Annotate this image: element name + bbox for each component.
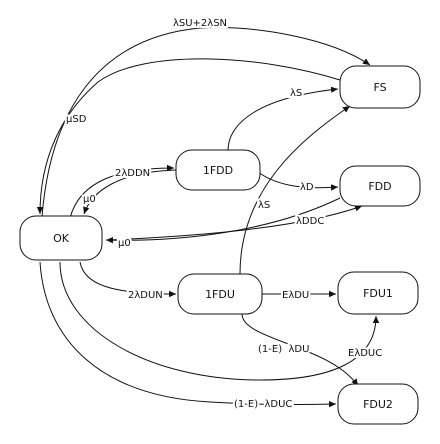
node-label-fdu2: FDU2 (363, 398, 393, 411)
edge-label-1fdd-to-ok: μ0 (83, 194, 96, 205)
edge-label-1fdu-to-fs: λS (258, 200, 270, 211)
node-label-1fdd: 1FDD (203, 164, 233, 177)
node-fdu1[interactable]: FDU1 (337, 271, 419, 315)
node-fs[interactable]: FS (339, 65, 421, 109)
node-label-fdd: FDD (368, 180, 391, 193)
edge-label-ok-to-1fdu: 2λDUN (128, 290, 163, 301)
edges (36, 27, 380, 408)
node-fdd[interactable]: FDD (339, 165, 421, 207)
nodes: OK FS FDD 1FDD 1FDU FDU1 FDU2 (19, 65, 421, 425)
edge-label-fs-to-ok: μSD (66, 114, 87, 125)
node-label-fs: FS (373, 81, 386, 94)
edge-label-ok-to-1fdd: 2λDDN (115, 168, 150, 179)
edge-label-ok-to-fdu2: (1-E) λDUC (234, 399, 292, 410)
edge-labels: λSU+2λSN μSD 2λDDN μ0 λS λD μ0 λDDC 2λDU… (64, 16, 384, 412)
edge-ok-to-1fdu (79, 261, 177, 298)
node-fdu2[interactable]: FDU2 (337, 383, 419, 425)
node-label-fdu1: FDU1 (363, 287, 393, 300)
edge-label-ok-to-fdd: λDDC (296, 216, 324, 227)
edge-ok-to-fdu2 (39, 261, 337, 408)
node-label-1fdu: 1FDU (205, 288, 235, 301)
edge-label-1fdd-to-fdd: λD (300, 182, 314, 193)
edge-label-fdd-to-ok: μ0 (118, 238, 131, 249)
edge-fs-to-ok (36, 58, 341, 215)
edge-1fdd-to-fs (227, 86, 339, 152)
edge-ok-to-fs (41, 27, 371, 218)
node-1fdu[interactable]: 1FDU (177, 273, 263, 315)
edge-label-ok-to-fdu1: EλDUC (348, 348, 382, 359)
edge-1fdd-to-fdd (257, 171, 339, 191)
edge-label-1fdu-to-fdu1: EλDU (282, 290, 309, 301)
edge-1fdu-to-fs (239, 105, 351, 275)
edge-ok-to-1fdd (69, 164, 175, 219)
node-label-ok: OK (53, 232, 70, 245)
edge-1fdu-to-fdu2 (241, 313, 359, 387)
node-ok[interactable]: OK (19, 215, 103, 261)
node-1fdd[interactable]: 1FDD (175, 149, 261, 191)
edge-label-1fdd-to-fs: λS (290, 88, 302, 99)
edge-label-1fdu-to-fdu2: (1-E) λDU (258, 344, 309, 355)
edge-label-ok-to-fs: λSU+2λSN (173, 18, 227, 29)
edge-ok-to-fdu1 (59, 261, 380, 381)
edge-1fdd-to-ok (83, 169, 177, 215)
